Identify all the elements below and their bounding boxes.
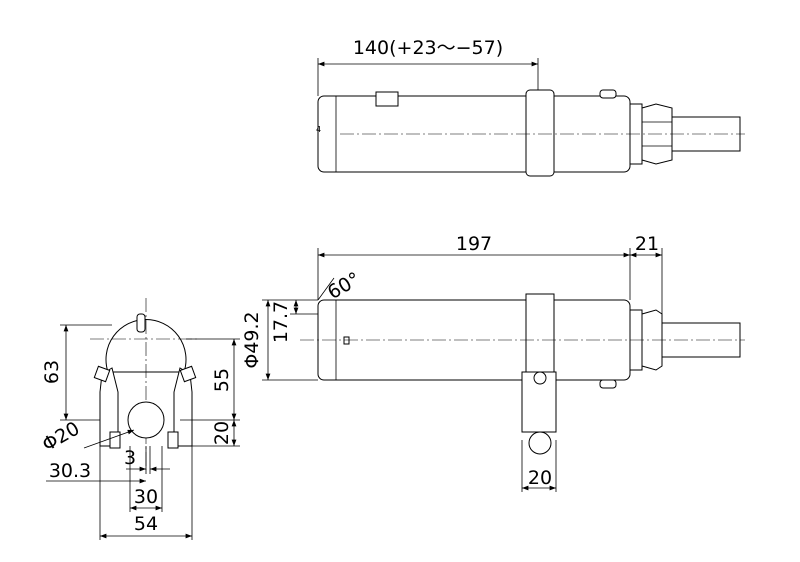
end-hole: [127, 401, 165, 439]
top-clamp-band: [525, 89, 555, 177]
top-length-label: 140(+23〜−57): [353, 37, 503, 59]
actuator-body-side: [317, 299, 631, 381]
side-view: 197 21 60° 20 Φ49.2 17.7: [241, 233, 745, 492]
end-view: 63 55 20 Φ20 30.3 3 30 54: [39, 298, 240, 540]
width-54-label: 54: [134, 513, 158, 535]
width-30-label: 30: [134, 486, 158, 508]
bracket-20-label: 20: [528, 467, 552, 489]
length-21-label: 21: [635, 233, 659, 255]
top-tab: [375, 91, 399, 107]
side-bracket-hole: [528, 431, 552, 455]
height-55-label: 55: [211, 368, 233, 392]
width-3-label: 3: [124, 447, 136, 469]
length-197-label: 197: [456, 233, 492, 255]
dia-20-label: Φ20: [39, 417, 84, 456]
height-63-label: 63: [41, 360, 63, 384]
side-bracket: [521, 371, 557, 433]
top-view: 140(+23〜−57) 4: [316, 37, 745, 177]
angle-label: 60°: [324, 268, 364, 304]
width-30-3-label: 30.3: [49, 460, 91, 482]
height-17-7-label: 17.7: [270, 301, 292, 343]
svg-text:4: 4: [316, 125, 321, 134]
height-20-label: 20: [211, 421, 233, 445]
dia-49-label: Φ49.2: [241, 311, 263, 368]
